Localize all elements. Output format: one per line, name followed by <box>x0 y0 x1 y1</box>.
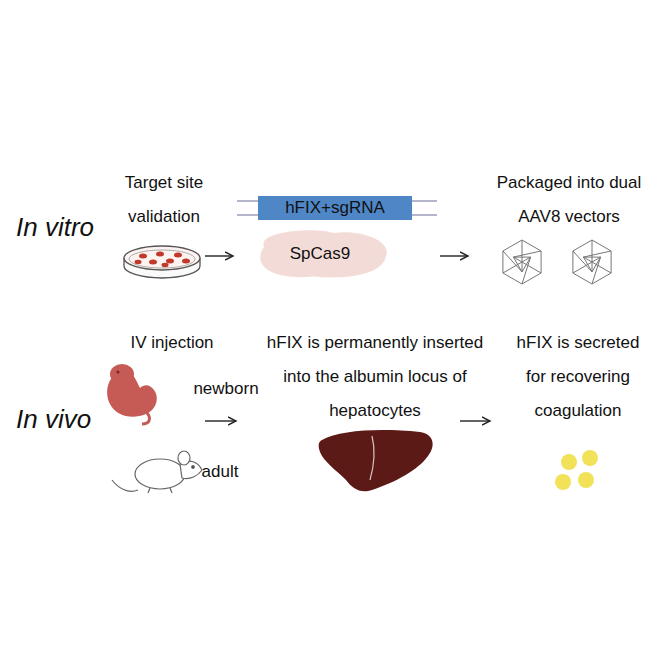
section-heading: In vivo <box>16 404 91 434</box>
step-label: hFIX is secreted for recovering coagulat… <box>506 326 650 428</box>
step-label: Target site validation <box>112 166 216 234</box>
node-text: hFIX+sgRNA <box>285 198 385 218</box>
liver <box>319 430 433 491</box>
secreted-hfix <box>555 450 598 490</box>
adult-mouse <box>112 451 202 493</box>
step-label: hFIX is permanently inserted into the al… <box>266 326 484 428</box>
petri-dish <box>124 246 200 278</box>
protein-blob: SpCas9 <box>250 229 390 279</box>
aav-capsids <box>503 240 611 284</box>
step-label: Packaged into dual AAV8 vectors <box>487 166 651 234</box>
step-label: adult <box>190 455 250 489</box>
newborn-mouse <box>107 364 157 424</box>
step-label: newborn <box>186 372 266 406</box>
construct-box: hFIX+sgRNA <box>258 196 412 220</box>
node-text: SpCas9 <box>290 244 350 264</box>
step-label: IV injection <box>112 326 232 360</box>
section-heading: In vitro <box>16 212 94 242</box>
